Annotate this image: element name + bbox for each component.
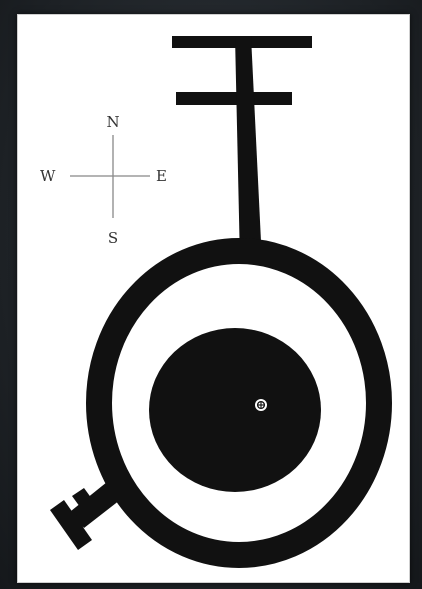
compass-west-label: W (40, 167, 56, 185)
compass-south-label: S (108, 229, 118, 247)
crosshair-dot-icon (255, 399, 267, 411)
key-with-antenna-icon (50, 36, 379, 555)
compass-north-label: N (106, 113, 119, 131)
antenna-stem (235, 36, 262, 262)
compass-east-label: E (156, 167, 167, 185)
inner-disk (149, 328, 321, 492)
key-teeth (50, 482, 120, 550)
antenna-middle-bar (176, 92, 292, 105)
compass-rose: N S E W (40, 113, 167, 247)
